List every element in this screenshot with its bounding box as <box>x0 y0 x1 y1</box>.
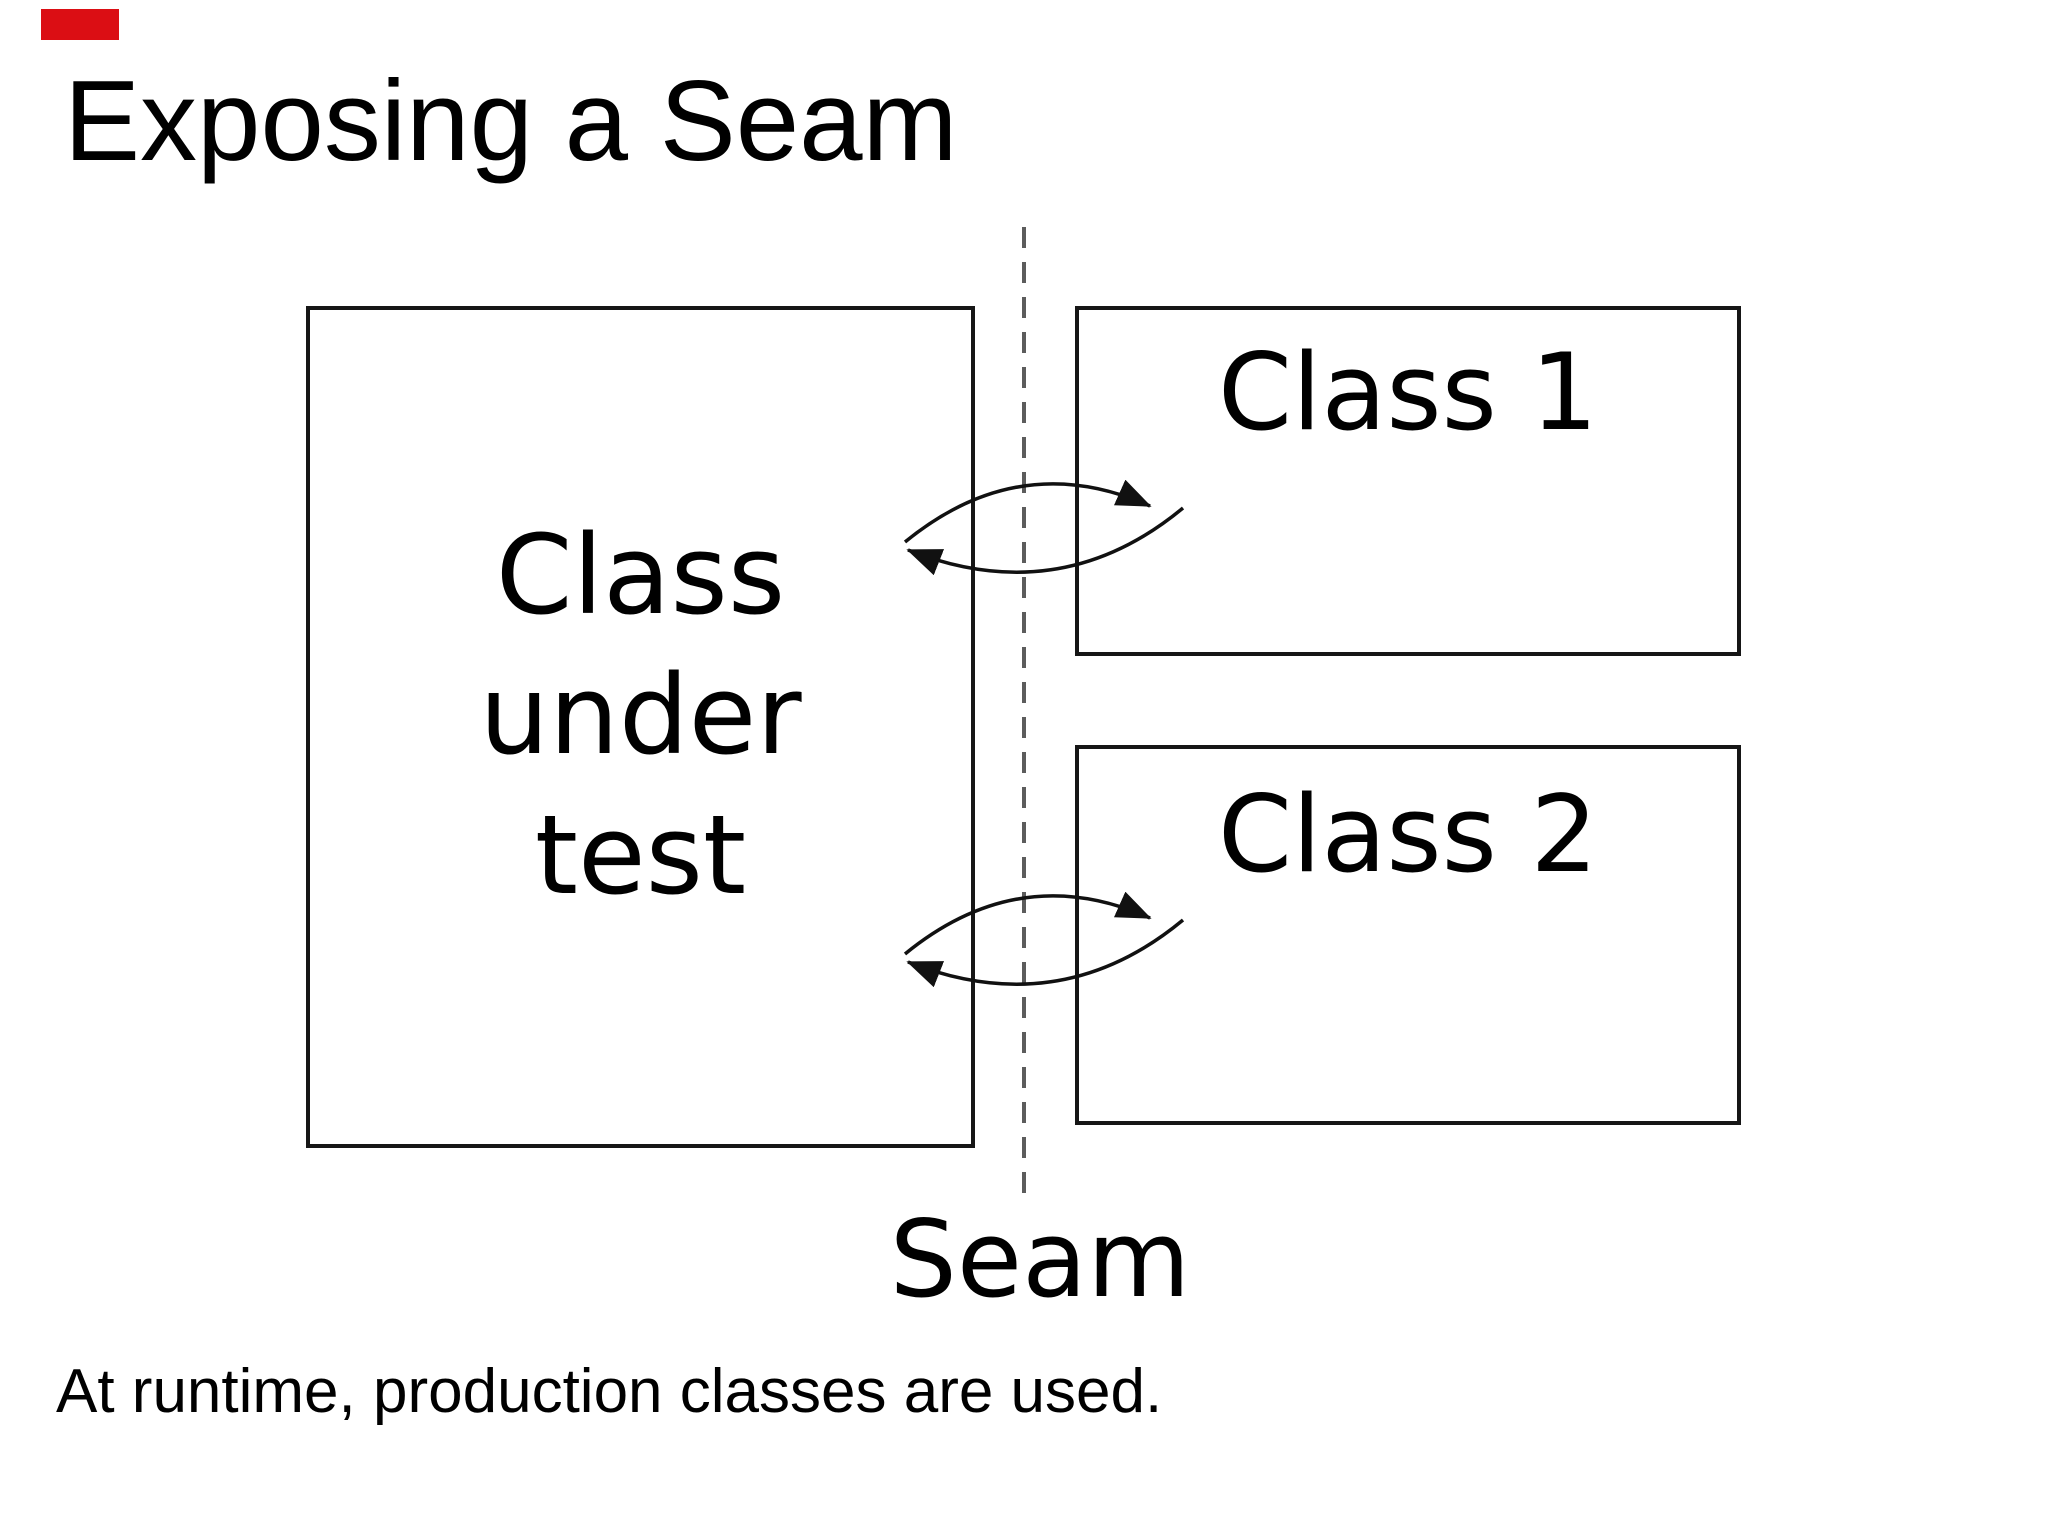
class1-label: Class 1 <box>1217 331 1598 454</box>
seam-label: Seam <box>889 1198 1191 1321</box>
class2-label: Class 2 <box>1217 773 1598 896</box>
class-under-test-line1: Class <box>495 511 786 639</box>
class-under-test-label: Class under test <box>479 505 801 949</box>
class1-box <box>1075 306 1741 656</box>
red-corner-marker <box>41 9 119 40</box>
class2-box <box>1075 745 1741 1125</box>
slide-title: Exposing a Seam <box>64 58 958 185</box>
class-under-test-line2: under <box>479 651 802 779</box>
class-under-test-line3: test <box>534 791 747 919</box>
footer-text: At runtime, production classes are used. <box>56 1357 1163 1426</box>
class-under-test-box: Class under test <box>306 306 975 1148</box>
